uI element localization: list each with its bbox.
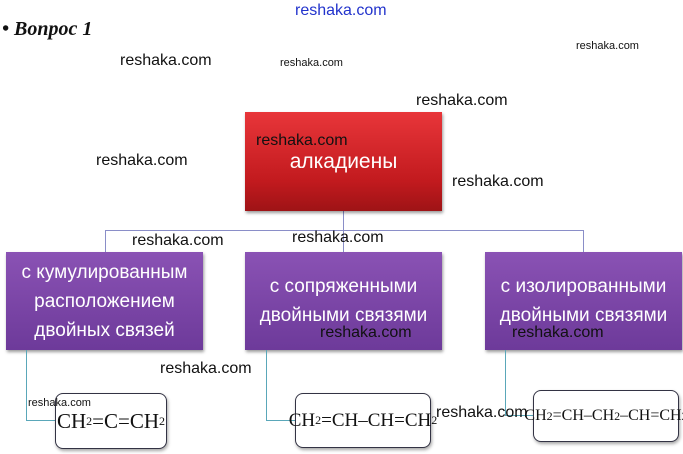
connector <box>505 415 533 416</box>
watermark: reshaka.com <box>416 92 508 109</box>
connector <box>26 350 27 420</box>
watermark: reshaka.com <box>292 229 384 246</box>
connector <box>26 420 55 421</box>
root-node: алкадиены <box>245 112 442 211</box>
watermark: reshaka.com <box>120 52 212 69</box>
category-label: с сопряженными двойными связями <box>259 276 428 326</box>
connector <box>266 350 267 420</box>
connector <box>583 230 584 252</box>
category-label: с изолированными двойными связями <box>499 276 668 326</box>
watermark: reshaka.com <box>512 324 604 341</box>
category-node-conjugated: с сопряженными двойными связями <box>245 252 442 350</box>
connector <box>343 211 344 252</box>
watermark: reshaka.com <box>96 152 188 169</box>
watermark: reshaka.com <box>280 57 343 69</box>
connector <box>105 230 583 231</box>
root-label: алкадиены <box>289 149 398 173</box>
watermark: reshaka.com <box>160 360 252 377</box>
formula-pentadiene: CH2=CH–CH2–CH=CH2 <box>524 390 683 442</box>
watermark: reshaka.com <box>256 132 348 149</box>
watermark: reshaka.com <box>576 40 639 52</box>
watermark: reshaka.com <box>320 324 412 341</box>
connector <box>266 420 295 421</box>
watermark: reshaka.com <box>452 173 544 190</box>
watermark: reshaka.com <box>132 232 224 249</box>
category-node-cumulated: с кумулированным расположением двойных с… <box>6 252 203 350</box>
watermark: reshaka.com <box>28 397 91 409</box>
category-label: с кумулированным расположением двойных с… <box>21 261 188 341</box>
category-node-isolated: с изолированными двойными связями <box>485 252 682 350</box>
watermark: reshaka.com <box>295 2 387 19</box>
connector <box>505 350 506 415</box>
question-heading: • Вопрос 1 <box>2 18 93 40</box>
connector <box>105 230 106 252</box>
watermark: reshaka.com <box>436 404 528 421</box>
